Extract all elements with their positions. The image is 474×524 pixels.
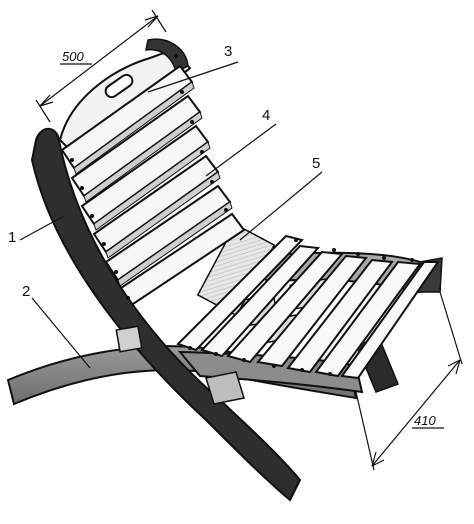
part-label-4: 4 — [262, 107, 270, 124]
fastener-dot — [126, 296, 130, 300]
leader-line-1 — [19, 215, 65, 241]
part-label-1: 1 — [8, 229, 16, 246]
main-side-frame — [30, 127, 302, 502]
dimension-line — [371, 359, 461, 467]
fastener-dot — [382, 256, 386, 260]
fastener-dot — [188, 346, 192, 350]
fastener-dot — [190, 120, 194, 124]
dimension-line — [39, 15, 159, 107]
part-label-5: 5 — [312, 155, 320, 172]
fastener-dot — [224, 208, 228, 212]
leader-line-4 — [205, 123, 277, 177]
fastener-dot — [102, 242, 106, 246]
seat-slats — [176, 234, 440, 380]
fastener-dot — [80, 186, 84, 190]
fastener-dot — [70, 158, 74, 162]
dimension-backrest — [35, 9, 167, 123]
dimension-seat — [355, 291, 463, 471]
extension-line — [151, 9, 167, 33]
fastener-dots — [70, 54, 414, 376]
leader-line-2 — [31, 297, 91, 369]
dimension-arrow — [39, 94, 54, 107]
extension-line — [355, 391, 375, 471]
fastener-dot — [90, 214, 94, 218]
backrest-slats — [60, 64, 246, 308]
fastener-dot — [114, 270, 118, 274]
leader-lines — [19, 61, 323, 369]
extension-line — [35, 99, 51, 123]
backrest-slat-edge — [93, 141, 211, 231]
dimension-500-label: 500 — [62, 49, 84, 64]
fastener-dot — [180, 90, 184, 94]
fastener-dot — [210, 180, 214, 184]
fastener-dot — [294, 238, 298, 242]
backrest-slat-edge — [105, 171, 221, 259]
extension-line — [439, 291, 463, 365]
seat-slat — [340, 261, 440, 380]
fastener-dot — [410, 258, 414, 262]
fastener-dot — [272, 364, 276, 368]
part-label-2: 2 — [22, 283, 30, 300]
fastener-dot — [300, 368, 304, 372]
fastener-dot — [174, 54, 178, 58]
leader-line-3 — [147, 61, 239, 93]
fastener-dot — [328, 372, 332, 376]
fastener-dot — [356, 252, 360, 256]
dimension-arrow — [447, 359, 461, 375]
backrest-handle-slot — [104, 73, 134, 99]
part-label-3: 3 — [224, 43, 232, 60]
dimension-arrow — [371, 451, 385, 467]
dimension-arrow — [144, 15, 159, 28]
leader-line-5 — [239, 171, 323, 241]
fastener-dot — [214, 352, 218, 356]
backrest-slat-edge — [73, 81, 195, 175]
frame-block — [205, 371, 245, 405]
fastener-dot — [242, 358, 246, 362]
dimension-410-label: 410 — [414, 413, 436, 428]
hinge-plate — [115, 325, 143, 353]
fastener-dot — [332, 248, 336, 252]
fastener-dot — [200, 150, 204, 154]
backrest-slat-edge — [83, 111, 203, 203]
backrest-slat-edges — [73, 81, 233, 287]
